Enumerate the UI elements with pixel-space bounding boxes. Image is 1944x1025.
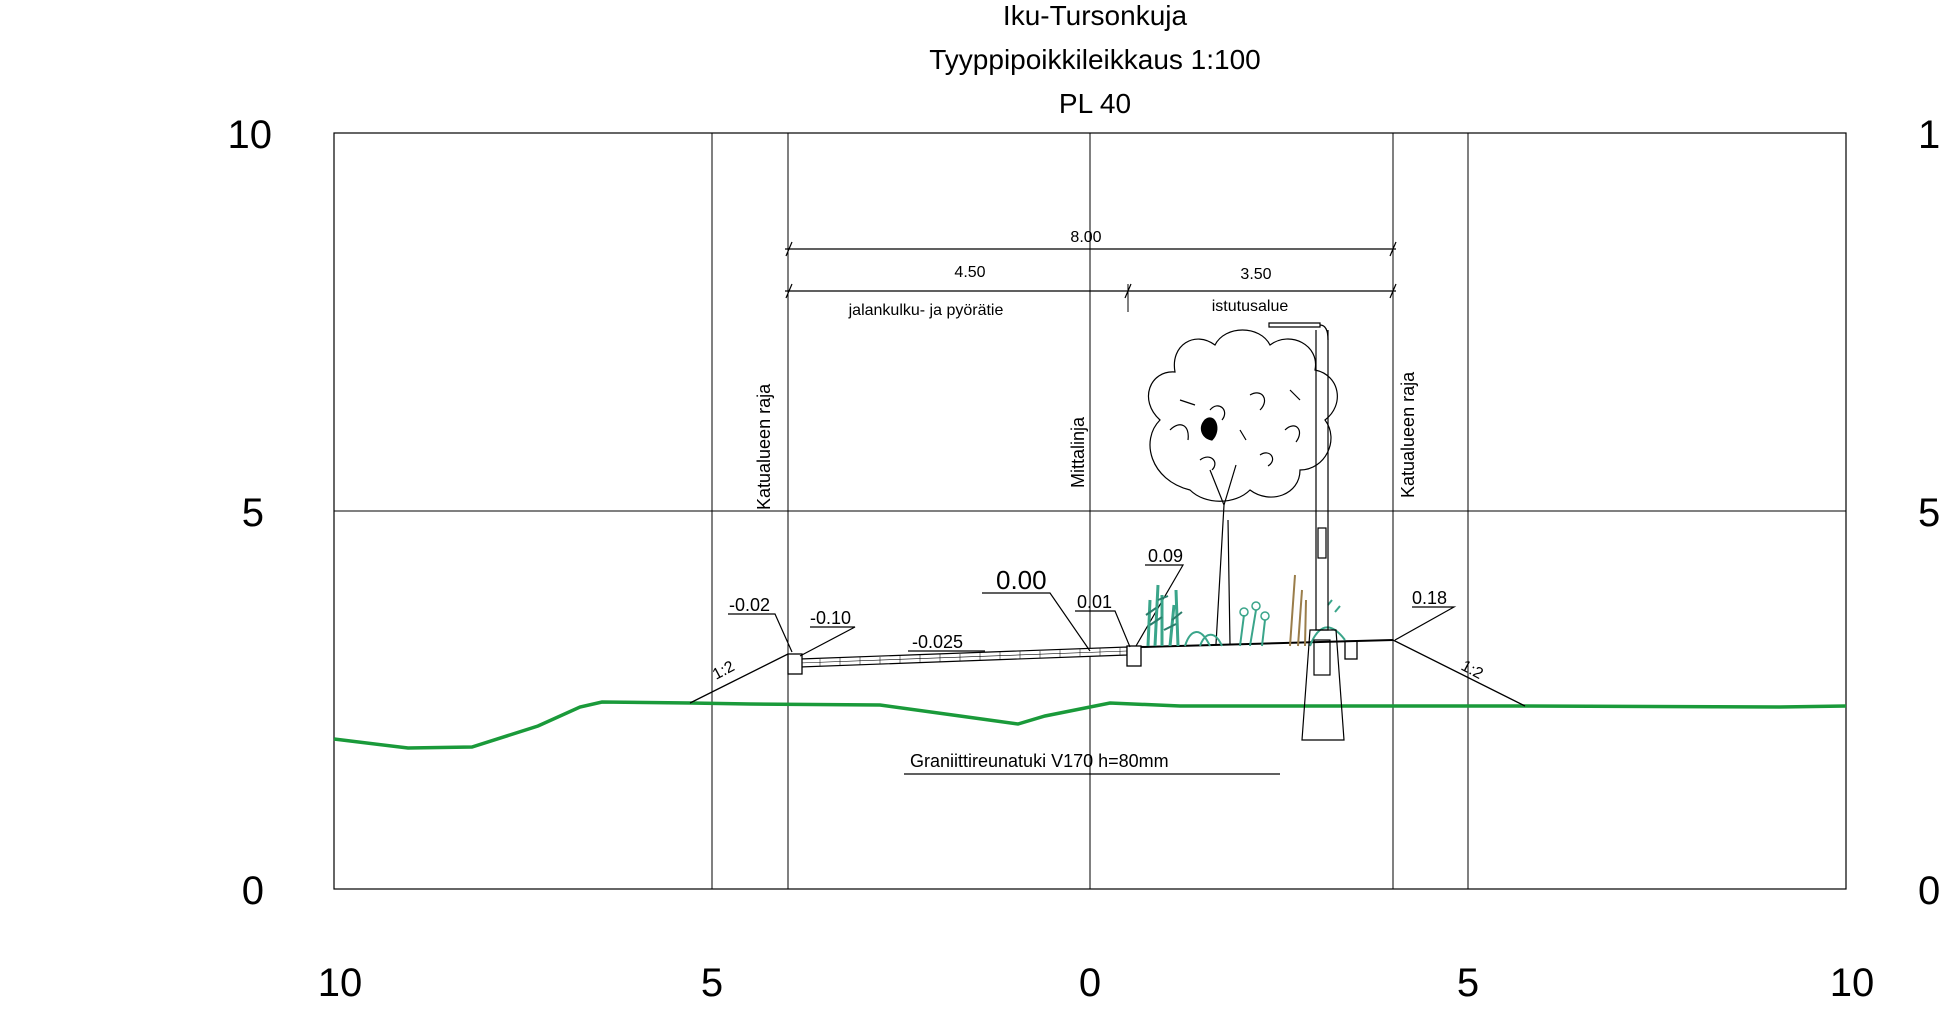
right-slope-line [1392,639,1526,707]
street-lamp-icon [1268,322,1345,741]
elevation-d: 0.00 [996,565,1047,595]
planting-icon [1145,574,1346,647]
curb-note: Graniittireunatuki V170 h=80mm [910,751,1169,771]
section-label-path: jalankulku- ja pyörätie [848,302,1004,319]
elevation-c: -0.025 [912,632,963,652]
dimension-split [785,283,1397,312]
x-label-right-10: 10 [1830,961,1875,1005]
drawing-title: Iku-Tursonkuja [1002,0,1188,31]
y-label-right-0: 0 [1918,869,1940,913]
x-label-left-10: 10 [318,961,363,1005]
dimension-right-value: 3.50 [1240,266,1271,283]
y-label-left-0: 0 [242,869,264,913]
y-label-left-5: 5 [242,491,264,535]
elevation-a: -0.02 [729,595,770,615]
right-boundary-label: Katualueen raja [1398,371,1418,498]
tree-icon [1147,329,1338,645]
left-slope-line [689,653,789,704]
centerline-label: Mittalinja [1068,416,1088,488]
left-curb [787,653,803,675]
pavement-structure [799,646,1128,668]
section-label-planting: istutusalue [1212,298,1289,315]
middle-curb [1126,645,1142,667]
station-label: PL 40 [1058,88,1132,119]
dimension-total-value: 8.00 [1070,229,1101,246]
elevation-g: 0.18 [1412,588,1447,608]
y-label-right-10: 1 [1918,113,1940,157]
x-label-0: 0 [1079,961,1101,1005]
x-label-right-5: 5 [1457,961,1479,1005]
y-label-left-10: 10 [228,113,273,157]
dimension-left-value: 4.50 [954,264,985,281]
right-curb [1344,640,1358,660]
drawing-subtitle: Tyyppipoikkileikkaus 1:100 [929,44,1261,75]
right-slope-label: 1:2 [1458,658,1486,683]
x-label-left-5: 5 [701,961,723,1005]
elevation-f: 0.09 [1148,546,1183,566]
dimension-total [785,241,1397,262]
elevation-leaders [728,564,1457,657]
planting-surface [1140,639,1394,648]
elevation-b: -0.10 [810,608,851,628]
elevation-e: 0.01 [1077,592,1112,612]
y-label-right-5: 5 [1918,491,1940,535]
existing-ground-line [333,700,1847,750]
left-slope-label: 1:2 [710,658,738,683]
left-boundary-label: Katualueen raja [754,383,774,510]
